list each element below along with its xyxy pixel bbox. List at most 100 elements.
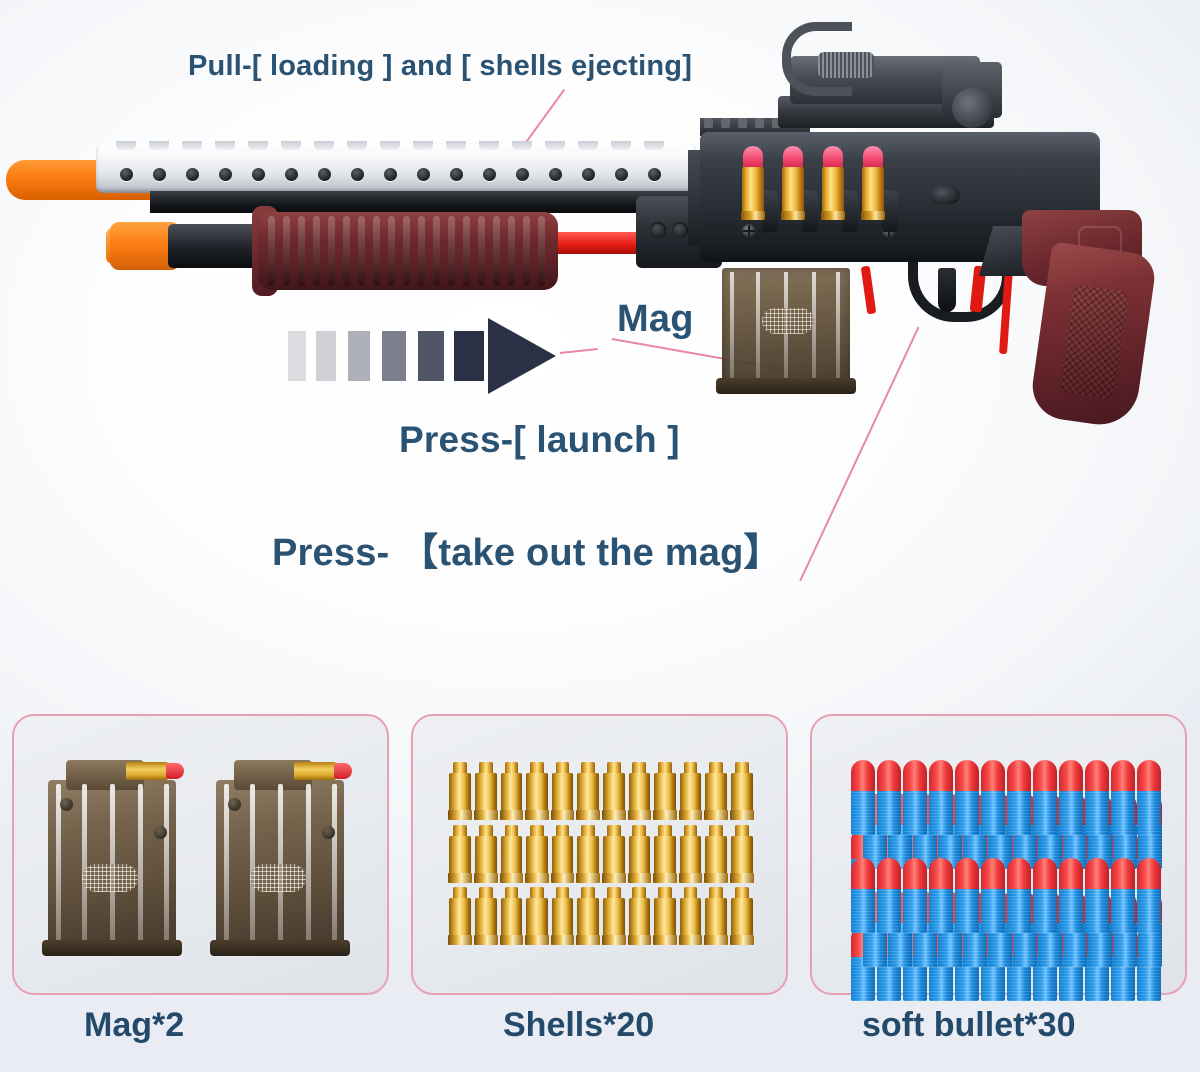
shell-rim — [781, 211, 805, 220]
arrow-segment — [288, 331, 306, 381]
magazine-texture-panel — [250, 864, 306, 892]
shell-retainer — [842, 190, 858, 232]
shell-casing — [550, 824, 575, 883]
shell-body — [449, 835, 472, 874]
heat-shield-hole — [120, 168, 133, 181]
shell-body — [679, 835, 702, 874]
heat-shield-notch — [512, 141, 532, 150]
caption-shells: Shells*20 — [503, 1006, 655, 1044]
arrow-segment — [418, 331, 444, 381]
shell-casing — [678, 887, 703, 946]
shell-base — [499, 872, 524, 883]
heat-shield-notch — [479, 141, 499, 150]
shell-neck — [632, 824, 647, 838]
shell-tip — [783, 146, 803, 170]
foam-dart — [1110, 858, 1136, 933]
shell-neck — [709, 824, 723, 838]
shell-casing — [525, 824, 550, 883]
dart-tip — [981, 760, 1005, 794]
shell-neck — [683, 824, 698, 838]
heat-shield-notch — [446, 141, 466, 150]
shell-base — [601, 935, 626, 946]
heat-shield-notch — [413, 141, 433, 150]
shell-tip — [743, 146, 763, 170]
shell-retainer — [762, 190, 778, 232]
shell-base — [499, 810, 524, 820]
shell-body — [475, 835, 497, 874]
trigger — [938, 268, 956, 312]
foam-dart — [954, 858, 980, 933]
magazine-rib — [756, 272, 760, 380]
dart-tip — [1059, 858, 1083, 892]
heat-shield — [96, 141, 696, 193]
loose-magazine — [210, 748, 352, 956]
pump-rib — [358, 216, 365, 286]
foam-dart — [1058, 858, 1084, 933]
shell-base — [525, 810, 549, 820]
dart-tip — [1033, 858, 1057, 892]
pump-rib — [388, 216, 395, 286]
shell-base — [704, 810, 728, 820]
shell-neck — [632, 887, 647, 901]
dart-row — [850, 858, 1162, 933]
shell-body — [602, 835, 625, 874]
shell-base — [678, 872, 703, 883]
receiver-screw — [742, 224, 756, 238]
shell-body — [705, 898, 727, 937]
magazine-texture-panel — [82, 864, 138, 892]
dart-shaft — [877, 791, 901, 835]
dart-shaft — [1059, 791, 1083, 835]
annotation-pull-label: Pull-[ loading ] and [ shells ejecting] — [188, 50, 693, 82]
shell-rim — [821, 211, 845, 220]
dart-shaft — [981, 889, 1005, 933]
shell-casing — [525, 887, 550, 946]
shell-body — [551, 835, 574, 874]
arrow-segment — [348, 331, 370, 381]
foam-dart — [1136, 858, 1162, 933]
pump-rib — [538, 216, 545, 286]
dart-shaft — [929, 889, 953, 933]
heat-shield-hole — [318, 168, 331, 181]
pump-forend — [258, 212, 558, 290]
pump-rib — [283, 216, 290, 286]
shell-body — [577, 898, 600, 937]
heat-shield-hole — [153, 168, 166, 181]
shell-neck — [478, 887, 493, 901]
dart-shaft — [1085, 889, 1109, 933]
foam-dart — [1058, 760, 1084, 835]
shell-body — [730, 898, 753, 937]
foam-dart — [902, 760, 928, 835]
heat-shield-hole — [186, 168, 199, 181]
magazine-rib — [332, 784, 337, 946]
rail-tooth — [772, 118, 781, 128]
heat-shield-notch — [314, 141, 334, 150]
shell-body — [654, 773, 676, 811]
shell-case — [294, 762, 336, 780]
dart-tip — [955, 858, 979, 892]
heat-shield-notch — [281, 141, 301, 150]
heat-shield-hole — [252, 168, 265, 181]
shell-tip — [823, 146, 843, 170]
shell-neck — [683, 887, 698, 901]
caption-darts: soft bullet*30 — [862, 1006, 1076, 1044]
shell-base — [525, 872, 549, 883]
shell-body — [500, 773, 523, 811]
annotation-press-launch-label: Press-[ launch ] — [399, 419, 680, 460]
shell-base — [525, 935, 549, 946]
heat-shield-hole — [351, 168, 364, 181]
dart-tip — [877, 858, 901, 892]
shell-neck — [581, 824, 596, 838]
dart-tip — [903, 760, 927, 794]
shell-base — [653, 935, 677, 946]
shell-casing — [448, 762, 473, 820]
shell-grid — [448, 762, 754, 950]
shell-case — [782, 167, 804, 220]
shell-base — [627, 810, 652, 820]
shell-casing — [448, 887, 473, 946]
arrow-segment — [316, 331, 336, 381]
foam-dart — [980, 760, 1006, 835]
shell-body — [551, 898, 574, 937]
shell-body — [628, 835, 651, 874]
shell-base — [576, 935, 600, 946]
